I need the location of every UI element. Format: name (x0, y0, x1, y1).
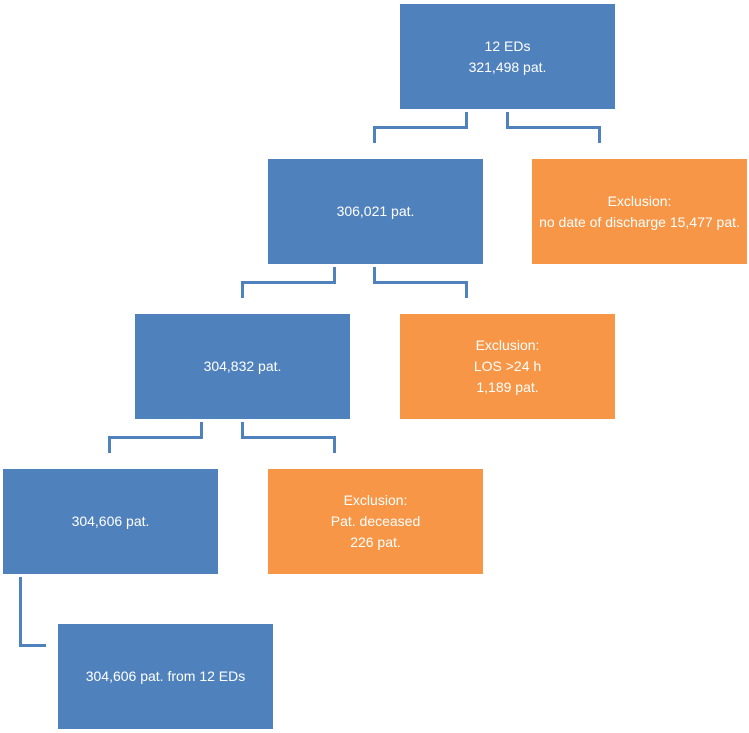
start-label: 12 EDs (484, 37, 531, 54)
excl2-criterion: LOS >24 h (473, 358, 542, 374)
step2-count: 304,832 pat. (203, 358, 282, 374)
box-exclusion-los: Exclusion: LOS >24 h 1,189 pat. (400, 314, 615, 419)
excl3-criterion: Pat. deceased (330, 513, 421, 529)
excl1-title: Exclusion: (607, 192, 672, 209)
excl3-title: Exclusion: (343, 492, 408, 508)
box-after-los-exclusion: 304,832 pat. (135, 314, 350, 419)
start-count: 321,498 pat. (468, 58, 547, 75)
step1-count: 306,021 pat. (336, 203, 415, 219)
excl2-title: Exclusion: (475, 337, 540, 353)
step3-count: 304,606 pat. (71, 513, 150, 529)
box-final-cohort: 304,606 pat. from 12 EDs (58, 624, 273, 729)
box-exclusion-no-discharge-date: Exclusion: no date of discharge 15,477 p… (532, 159, 747, 264)
excl3-count: 226 pat. (350, 534, 401, 550)
box-after-deceased-exclusion: 304,606 pat. (3, 469, 218, 574)
box-start-total: 12 EDs 321,498 pat. (400, 4, 615, 109)
excl1-detail: no date of discharge 15,477 pat. (539, 213, 740, 230)
final-count: 304,606 pat. from 12 EDs (85, 668, 246, 684)
box-after-discharge-exclusion: 306,021 pat. (268, 159, 483, 264)
box-exclusion-deceased: Exclusion: Pat. deceased 226 pat. (268, 469, 483, 574)
excl2-count: 1,189 pat. (476, 379, 539, 395)
